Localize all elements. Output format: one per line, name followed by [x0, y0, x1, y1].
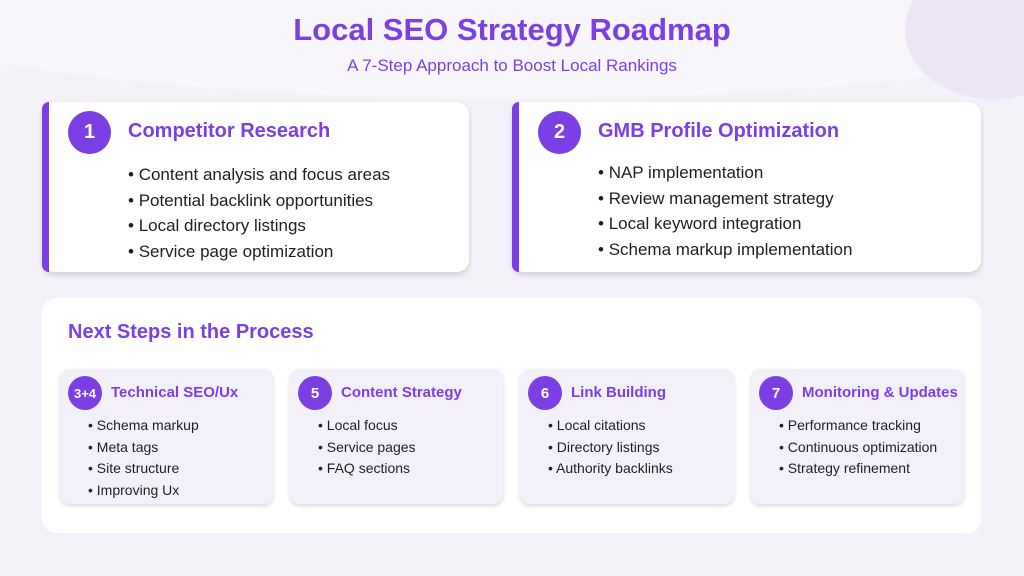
- list-item: Performance tracking: [779, 415, 937, 437]
- list-item: Authority backlinks: [548, 458, 673, 480]
- bullet-list: Schema markup Meta tags Site structure I…: [88, 415, 199, 501]
- step-title: Technical SEO/Ux: [111, 384, 239, 401]
- page-subtitle: A 7-Step Approach to Boost Local Ranking…: [347, 56, 677, 75]
- card-title: GMB Profile Optimization: [598, 120, 840, 142]
- step-number-badge: 7: [759, 376, 793, 410]
- step-number-badge: 6: [528, 376, 562, 410]
- list-item: Schema markup implementation: [598, 237, 853, 263]
- bullet-list: NAP implementation Review management str…: [598, 160, 853, 263]
- step-card-5: 5 Content Strategy Local focus Service p…: [290, 369, 503, 504]
- section-heading: Next Steps in the Process: [68, 321, 314, 343]
- list-item: Improving Ux: [88, 480, 199, 502]
- list-item: Service pages: [318, 437, 416, 459]
- step-card-1: 1 Competitor Research Content analysis a…: [42, 102, 469, 272]
- step-card-2: 2 GMB Profile Optimization NAP implement…: [512, 102, 981, 272]
- page-title: Local SEO Strategy Roadmap: [293, 12, 731, 47]
- list-item: Schema markup: [88, 415, 199, 437]
- step-card-6: 6 Link Building Local citations Director…: [520, 369, 734, 504]
- list-item: Content analysis and focus areas: [128, 162, 390, 188]
- step-title: Link Building: [571, 384, 666, 401]
- list-item: Local keyword integration: [598, 211, 852, 237]
- list-item: Review management strategy: [598, 186, 852, 212]
- list-item: NAP implementation: [598, 160, 852, 186]
- list-item: Local focus: [318, 415, 416, 437]
- bullet-list: Performance tracking Continuous optimiza…: [779, 415, 937, 480]
- step-number-badge: 2: [538, 111, 581, 154]
- bullet-list: Local citations Directory listings Autho…: [548, 415, 673, 480]
- list-item: Meta tags: [88, 437, 199, 459]
- list-item: Local directory listings: [128, 213, 390, 239]
- bullet-list: Content analysis and focus areas Potenti…: [128, 162, 390, 264]
- list-item: FAQ sections: [318, 458, 416, 480]
- step-card-7: 7 Monitoring & Updates Performance track…: [751, 369, 964, 504]
- step-number-badge: 1: [68, 111, 111, 154]
- accent-bar: [512, 102, 519, 272]
- list-item: Potential backlink opportunities: [128, 188, 390, 214]
- next-steps-panel: Next Steps in the Process 3+4 Technical …: [42, 298, 981, 533]
- list-item: Directory listings: [548, 437, 673, 459]
- step-title: Monitoring & Updates: [802, 384, 958, 401]
- step-card-3-4: 3+4 Technical SEO/Ux Schema markup Meta …: [60, 369, 273, 504]
- list-item: Continuous optimization: [779, 437, 937, 459]
- list-item: Service page optimization: [128, 239, 390, 265]
- step-title: Content Strategy: [341, 384, 462, 401]
- step-number-badge: 3+4: [68, 376, 102, 410]
- list-item: Site structure: [88, 458, 199, 480]
- bullet-list: Local focus Service pages FAQ sections: [318, 415, 416, 480]
- accent-bar: [42, 102, 49, 272]
- list-item: Local citations: [548, 415, 673, 437]
- card-title: Competitor Research: [128, 120, 331, 142]
- list-item: Strategy refinement: [779, 458, 937, 480]
- step-number-badge: 5: [298, 376, 332, 410]
